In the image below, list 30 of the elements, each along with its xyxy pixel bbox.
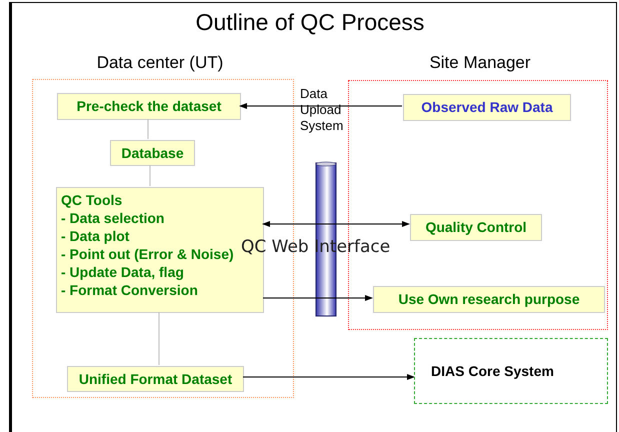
title: Outline of QC Process [194,8,426,36]
box-label: Unified Format Dataset [78,370,232,388]
process-box [56,187,264,313]
process-box [57,93,241,120]
list-item: - Format Conversion [61,281,198,299]
box-label: DIAS Core System [431,362,554,381]
arrow [262,221,410,227]
box-label: Use Own research purpose [398,290,580,309]
process-box [67,366,244,392]
list-heading: QC Tools [61,191,122,209]
process-box [373,286,605,313]
box-label: Database [121,144,184,162]
process-box [403,94,571,121]
connector-line [158,312,160,366]
list-item: - Data selection [61,209,164,227]
system-label: Data Upload System [300,86,344,134]
process-box [410,214,542,241]
region-heading: Site Manager [428,52,532,74]
arrow [262,295,373,301]
process-box [110,140,195,166]
list-item: - Point out (Error & Noise) [61,245,234,263]
box-label: Quality Control [425,218,527,237]
region-heading: Data center (UT) [96,52,224,74]
box-label: Observed Raw Data [421,98,553,117]
list-item: - Update Data, flag [61,263,184,281]
box-label: Pre-check the dataset [76,97,222,116]
list-item: - Data plot [61,227,130,245]
arrow [242,374,415,380]
arrow [239,103,402,109]
system-box [414,338,608,404]
